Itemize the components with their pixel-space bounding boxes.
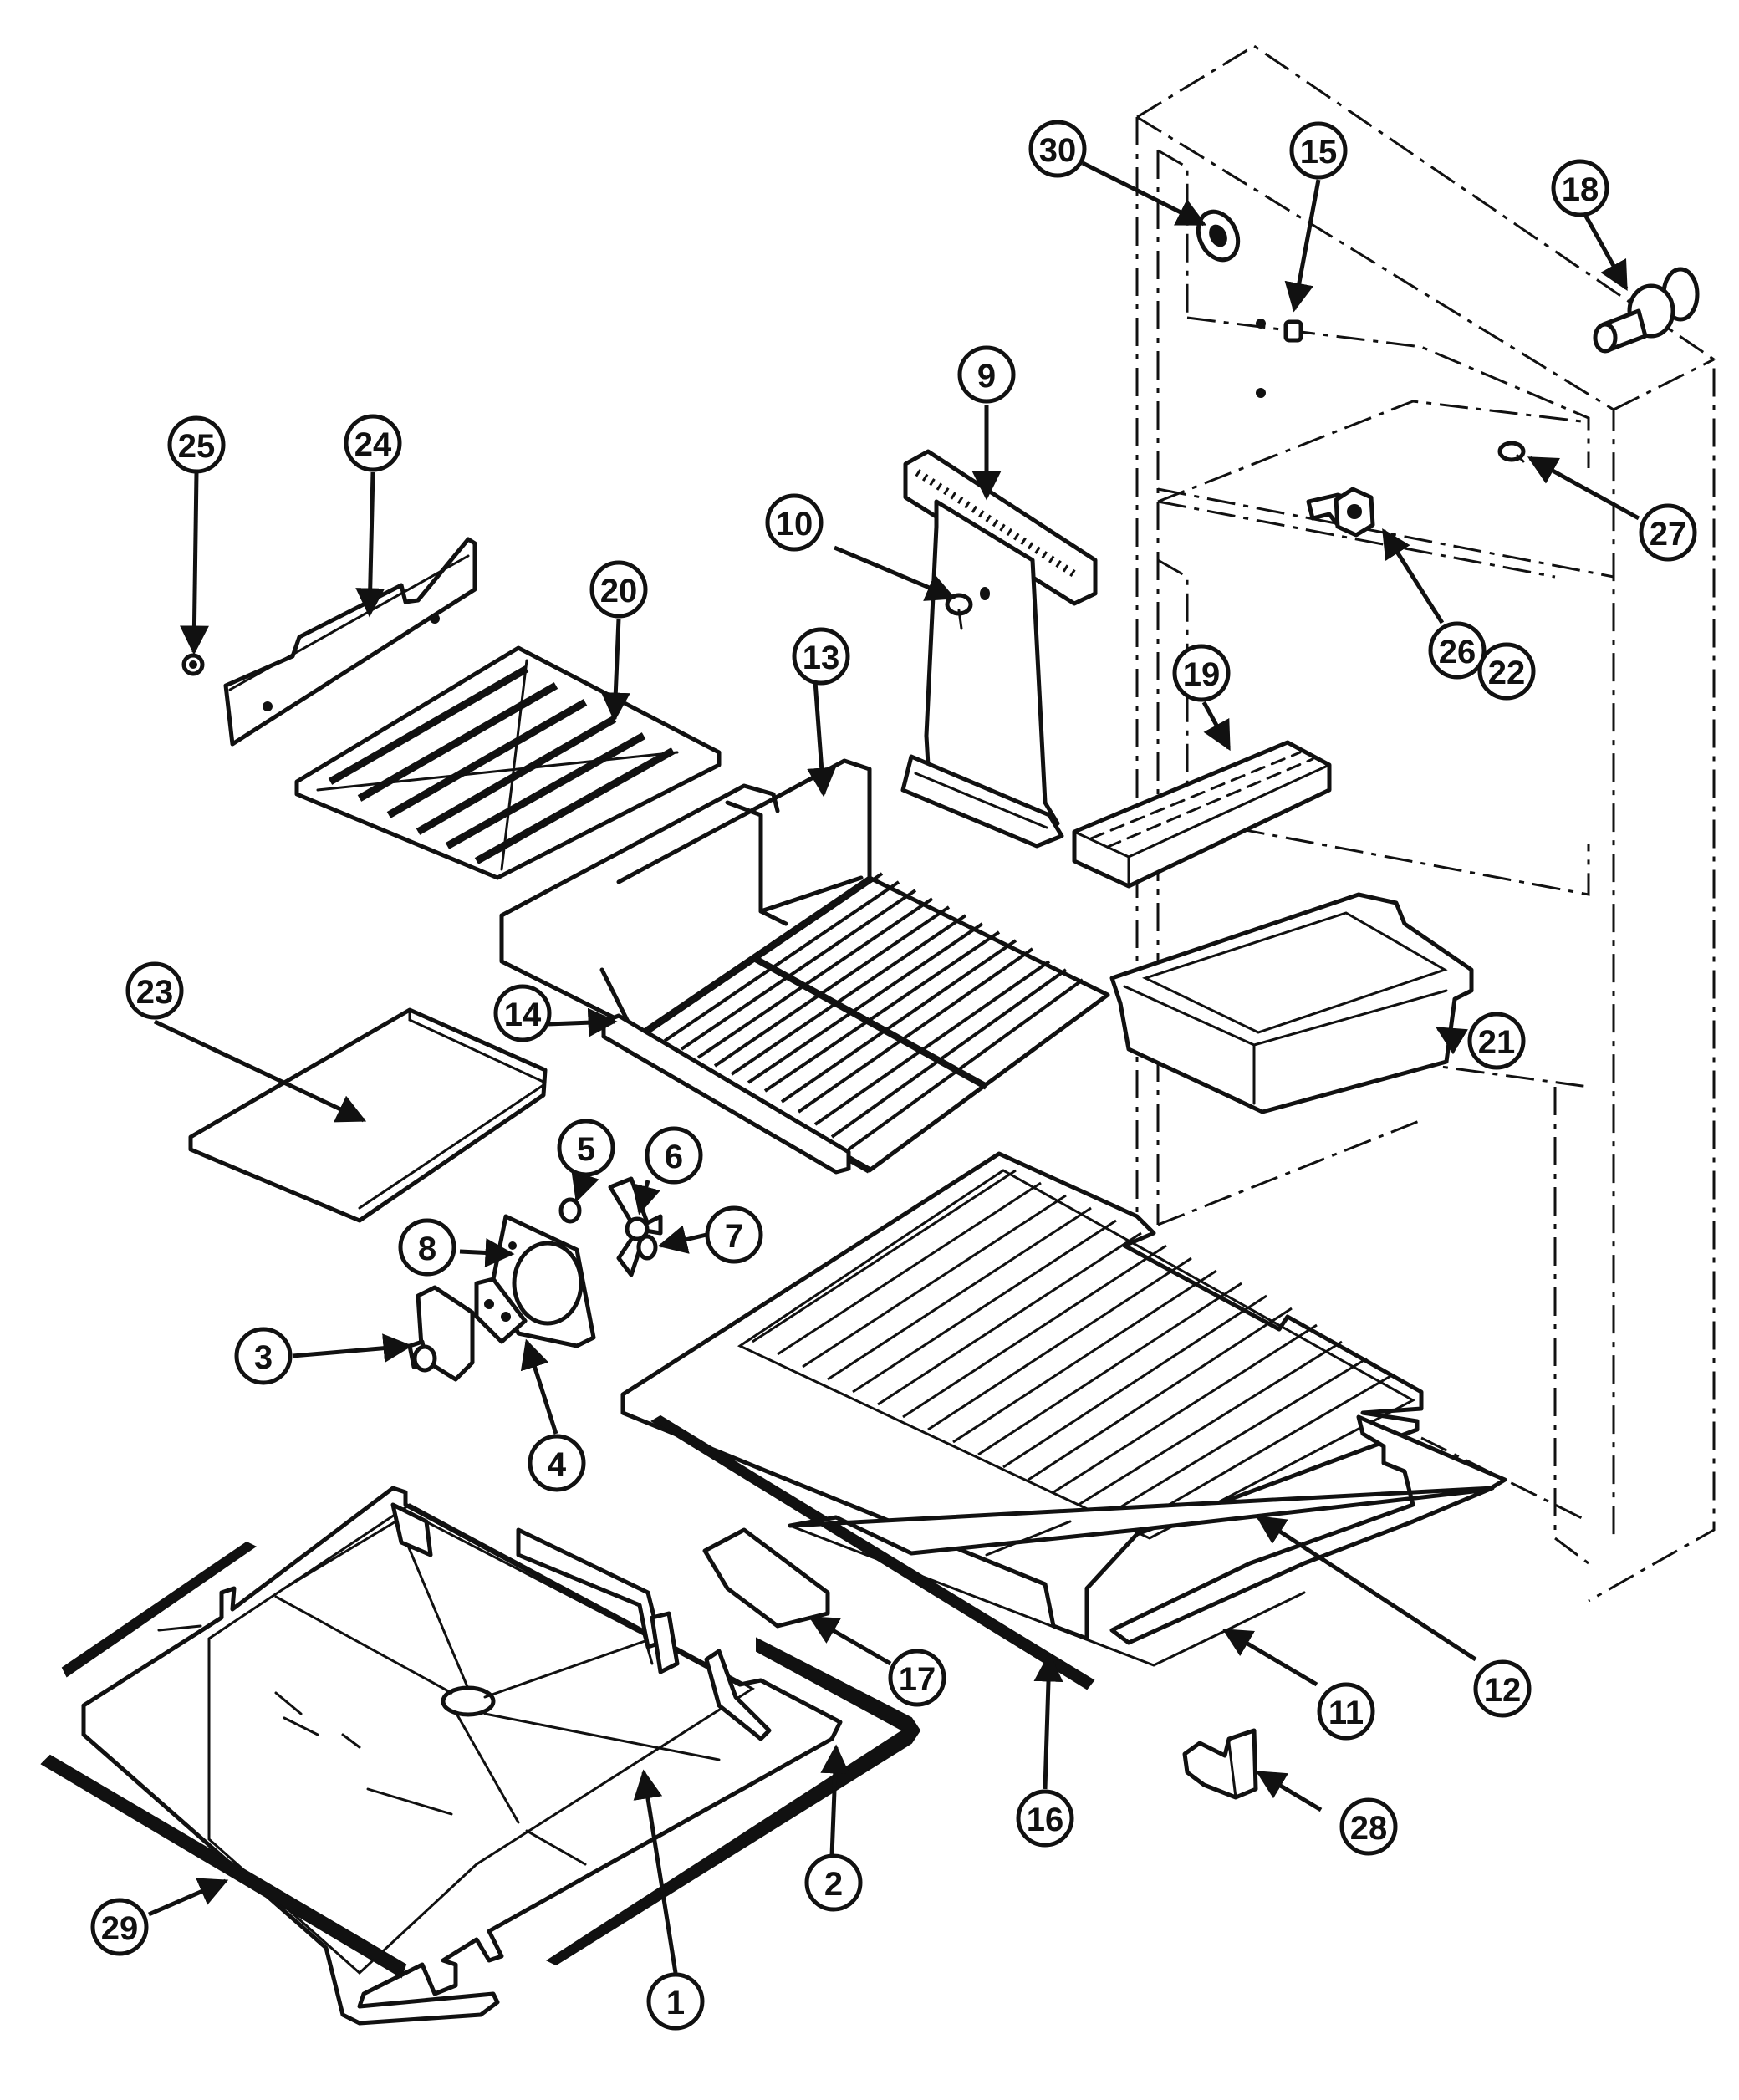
callout-15: 15 — [1289, 121, 1348, 180]
crisper-pan-part — [788, 1414, 1507, 1667]
callout-23: 23 — [125, 961, 184, 1020]
svg-text:19: 19 — [1183, 656, 1221, 693]
cabinet-outline — [1135, 44, 1716, 1603]
svg-text:13: 13 — [803, 640, 840, 676]
callout-2: 2 — [804, 1853, 863, 1912]
leader-lines — [148, 161, 1640, 1974]
callout-9: 9 — [957, 345, 1016, 404]
callout-26: 26 — [1428, 621, 1487, 680]
callout-19: 19 — [1172, 644, 1231, 702]
svg-text:25: 25 — [178, 428, 216, 465]
svg-text:8: 8 — [418, 1231, 436, 1267]
motor-mount-part — [474, 1277, 528, 1344]
callout-28: 28 — [1339, 1797, 1398, 1856]
screw-part-15 — [1256, 319, 1303, 398]
svg-text:6: 6 — [665, 1139, 683, 1175]
callout-29: 29 — [90, 1898, 149, 1956]
callout-21: 21 — [1467, 1012, 1526, 1070]
svg-text:24: 24 — [354, 426, 392, 463]
svg-text:21: 21 — [1478, 1024, 1516, 1061]
shelf-rail-part — [650, 1414, 1095, 1690]
svg-text:15: 15 — [1300, 134, 1338, 171]
storage-bin-part — [1109, 892, 1474, 1114]
callout-24: 24 — [344, 414, 402, 472]
callout-4: 4 — [528, 1434, 586, 1492]
callout-1: 1 — [646, 1972, 705, 2031]
svg-text:29: 29 — [101, 1910, 139, 1947]
callout-13: 13 — [792, 627, 850, 686]
air-duct-part — [900, 449, 1098, 849]
callout-6: 6 — [645, 1126, 703, 1185]
clip-part-25 — [181, 653, 205, 676]
callout-14: 14 — [493, 984, 552, 1042]
svg-text:9: 9 — [977, 358, 996, 395]
fan-motor-part — [407, 1285, 475, 1382]
screw-part-27 — [1497, 441, 1526, 463]
svg-text:20: 20 — [600, 573, 638, 609]
svg-text:10: 10 — [776, 506, 813, 543]
wire-grid — [634, 872, 1084, 1174]
callout-5: 5 — [557, 1119, 615, 1177]
damper-knob-part — [1196, 209, 1241, 262]
callout-16: 16 — [1016, 1789, 1074, 1848]
callout-bubbles: 1 2 3 4 5 6 7 8 9 10 11 12 13 14 15 16 1… — [90, 120, 1697, 2031]
svg-text:23: 23 — [136, 974, 174, 1011]
callout-3: 3 — [234, 1327, 293, 1385]
svg-text:5: 5 — [577, 1131, 595, 1168]
callout-30: 30 — [1028, 120, 1087, 178]
callout-7: 7 — [705, 1205, 763, 1264]
thermostat-knob-part — [1593, 267, 1700, 354]
svg-text:4: 4 — [548, 1446, 567, 1483]
svg-text:22: 22 — [1488, 655, 1526, 691]
svg-text:14: 14 — [504, 996, 542, 1033]
callout-11: 11 — [1317, 1682, 1375, 1741]
svg-text:7: 7 — [725, 1218, 743, 1255]
screw-part-5 — [558, 1197, 582, 1224]
svg-text:3: 3 — [254, 1339, 273, 1376]
callout-12: 12 — [1473, 1659, 1532, 1718]
svg-text:17: 17 — [899, 1661, 936, 1698]
callout-20: 20 — [589, 560, 648, 619]
callout-18: 18 — [1551, 159, 1609, 217]
svg-text:12: 12 — [1484, 1672, 1522, 1709]
fan-blade-part — [608, 1176, 663, 1277]
callout-8: 8 — [398, 1218, 456, 1277]
svg-text:11: 11 — [1328, 1695, 1364, 1731]
callout-22: 22 — [1477, 642, 1536, 701]
pan-cover-part — [188, 1007, 548, 1223]
side-rail-part-2 — [545, 1637, 921, 1966]
shelf-bracket-part — [1306, 487, 1375, 538]
callout-17: 17 — [888, 1649, 946, 1707]
svg-text:1: 1 — [666, 1985, 685, 2021]
spacer-block-part — [1182, 1728, 1258, 1800]
callout-10: 10 — [765, 493, 824, 552]
ice-tray-part — [1072, 740, 1332, 889]
svg-text:18: 18 — [1562, 171, 1599, 208]
front-rail-part — [40, 1541, 407, 1979]
callout-25: 25 — [167, 415, 226, 474]
svg-text:27: 27 — [1650, 516, 1687, 553]
callout-27: 27 — [1639, 503, 1697, 562]
svg-text:16: 16 — [1027, 1802, 1064, 1838]
pad-part-17 — [702, 1527, 830, 1629]
svg-text:28: 28 — [1350, 1810, 1388, 1847]
freezer-shelf-part — [294, 645, 722, 880]
rail-bracket-part — [223, 537, 477, 747]
svg-text:2: 2 — [824, 1866, 843, 1903]
svg-text:26: 26 — [1439, 634, 1476, 670]
svg-text:30: 30 — [1039, 132, 1077, 169]
